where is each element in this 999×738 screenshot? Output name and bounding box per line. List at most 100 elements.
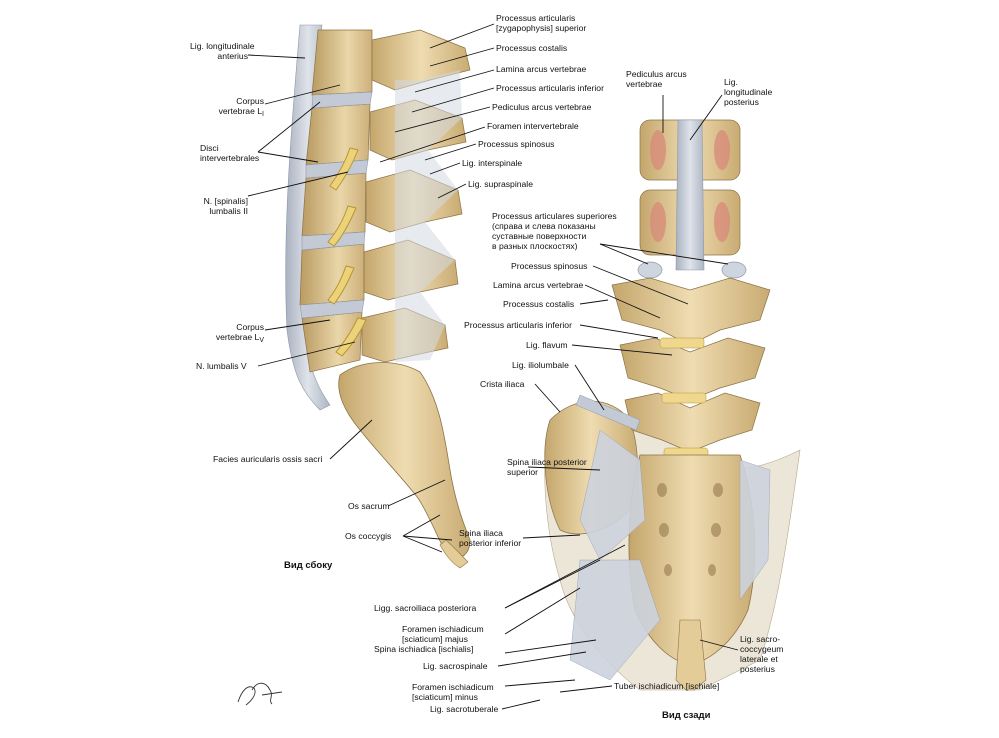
label-line: posterior inferior (459, 538, 522, 548)
sacral-foramen-shape (664, 564, 672, 576)
label-lamina-lateral: Lamina arcus vertebrae (496, 64, 587, 74)
sacrum-shape (338, 362, 471, 559)
label-line: vertebrae (626, 79, 663, 89)
sacroiliac-ligament-shape (579, 429, 646, 561)
caption-lateral-view: Вид сбоку (284, 560, 333, 571)
label-pediculus-lateral: Pediculus arcus vertebrae (492, 102, 592, 112)
label-line: posterius (724, 97, 759, 107)
label-lig-flavum: Lig. flavum (526, 340, 568, 350)
label-lig-long-ant: Lig. longitudinale anterius (190, 41, 255, 61)
label-line: [sciaticum] minus (412, 692, 478, 702)
label-disci: Disci intervertebrales (200, 143, 259, 163)
label-lig-sacrotuberale: Lig. sacrotuberale (430, 704, 499, 714)
label-proc-costalis-post: Processus costalis (503, 299, 575, 309)
label-line: vertebrae L (218, 106, 263, 116)
label-os-sacrum: Os sacrum (348, 501, 390, 511)
nerve-shape (327, 205, 357, 247)
disc-shape (311, 91, 373, 109)
lumbar-arch-shape (611, 277, 771, 346)
label-line: Disci (200, 143, 219, 153)
coccyx-shape (439, 539, 469, 569)
label-line: vertebrae L (215, 332, 260, 342)
sacral-foramen-shape (659, 523, 669, 537)
label-facies-auricularis: Facies auricularis ossis sacri (213, 454, 323, 464)
marrow-shape (714, 130, 730, 170)
iliolumbar-ligament-shape (575, 394, 641, 431)
label-proc-art-inf-lateral: Processus articularis inferior (496, 83, 604, 93)
caption-posterior-view: Вид сзади (662, 710, 711, 721)
lateral-spine-drawing (285, 24, 471, 569)
label-line: lumbalis II (209, 206, 248, 216)
label-line: superior (507, 467, 539, 477)
marrow-shape (714, 202, 730, 242)
label-line: coccygeum (740, 644, 784, 654)
label-proc-spinosus-lateral: Processus spinosus (478, 139, 555, 149)
label-line: intervertebrales (200, 153, 260, 163)
label-line: N. [spinalis] (203, 196, 248, 206)
right-ligament-shape (739, 459, 771, 601)
vertebral-body-shape (311, 29, 373, 96)
interspinous-ligament-shape (395, 70, 462, 362)
label-line: Processus articularis (496, 13, 576, 23)
label-lig-supraspinale: Lig. supraspinale (468, 179, 533, 189)
nerve-shape (335, 317, 367, 357)
coccyx-posterior-shape (675, 619, 707, 691)
sacral-foramen-shape (708, 564, 716, 576)
label-line: posterius (740, 664, 775, 674)
label-line: (справа и слева показаны (492, 221, 596, 231)
sacral-foramen-shape (711, 523, 721, 537)
label-line: Corpus (236, 322, 264, 332)
label-line: в разных плоскостях) (492, 241, 578, 251)
label-foramen-majus: Foramen ischiadicum [sciaticum] majus (402, 624, 484, 644)
marrow-shape (650, 202, 666, 242)
label-line: laterale et (740, 654, 778, 664)
label-spina-ips: Spina iliaca posterior superior (507, 457, 587, 477)
label-line: Foramen ischiadicum (402, 624, 484, 634)
label-n-spinalis: N. [spinalis] lumbalis II (190, 196, 248, 216)
signature-mark (237, 682, 283, 706)
label-line: longitudinale (724, 87, 773, 97)
label-corpus-l1: Corpus vertebrae LI (200, 96, 264, 120)
ligamentum-flavum-shape (661, 392, 707, 404)
nerve-shape (329, 147, 359, 191)
label-foramen-minus: Foramen ischiadicum [sciaticum] minus (412, 682, 494, 702)
label-foramen-iv: Foramen intervertebrale (487, 121, 579, 131)
label-line: Spina iliaca posterior (507, 457, 587, 467)
leader-lines (247, 23, 739, 710)
label-lig-sacrospinale: Lig. sacrospinale (423, 661, 488, 671)
label-lig-interspinale: Lig. interspinale (462, 158, 523, 168)
label-os-coccygis: Os coccygis (345, 531, 392, 541)
label-line: anterius (217, 51, 248, 61)
articular-surface-shape (721, 261, 747, 279)
label-n-lumbalis-v: N. lumbalis V (196, 361, 247, 371)
label-proc-art-sup: Processus articularis [zygapophysis] sup… (496, 13, 586, 33)
label-ligg-sacroiliaca: Ligg. sacroiliaca posteriora (374, 603, 477, 613)
label-line: [sciaticum] majus (402, 634, 468, 644)
label-lamina-post: Lamina arcus vertebrae (493, 280, 584, 290)
label-proc-costalis-lateral: Processus costalis (496, 43, 568, 53)
label-proc-spinosus-post: Processus spinosus (511, 261, 588, 271)
sacral-foramen-shape (657, 483, 667, 497)
nerve-shape (327, 265, 355, 305)
label-line: Lig. (724, 77, 738, 87)
sacral-foramen-shape (713, 483, 723, 497)
label-subscript: V (259, 337, 264, 344)
label-lig-iliolumbale: Lig. iliolumbale (512, 360, 569, 370)
label-subscript: I (262, 111, 264, 118)
label-lig-sacrococcygeum: Lig. sacro- coccygeum laterale et poster… (740, 634, 783, 674)
label-lig-long-post: Lig. longitudinale posterius (724, 77, 772, 107)
label-spina-ischiadica: Spina ischiadica [ischialis] (374, 644, 474, 654)
label-crista-iliaca: Crista iliaca (480, 379, 525, 389)
label-line: Foramen ischiadicum (412, 682, 494, 692)
label-line: суставные поверхности (492, 231, 587, 241)
label-proc-art-inf-post: Processus articularis inferior (464, 320, 572, 330)
label-line: Corpus (236, 96, 264, 106)
label-proc-art-sups: Processus articulares superiores (справа… (492, 211, 617, 251)
disc-shape (299, 299, 365, 319)
label-corpus-l5: Corpus vertebrae LV (200, 322, 264, 346)
label-line: Lig. longitudinale (190, 41, 255, 51)
label-line: Spina iliaca (459, 528, 503, 538)
posterior-longitudinal-ligament-shape (675, 119, 705, 271)
marrow-shape (650, 130, 666, 170)
